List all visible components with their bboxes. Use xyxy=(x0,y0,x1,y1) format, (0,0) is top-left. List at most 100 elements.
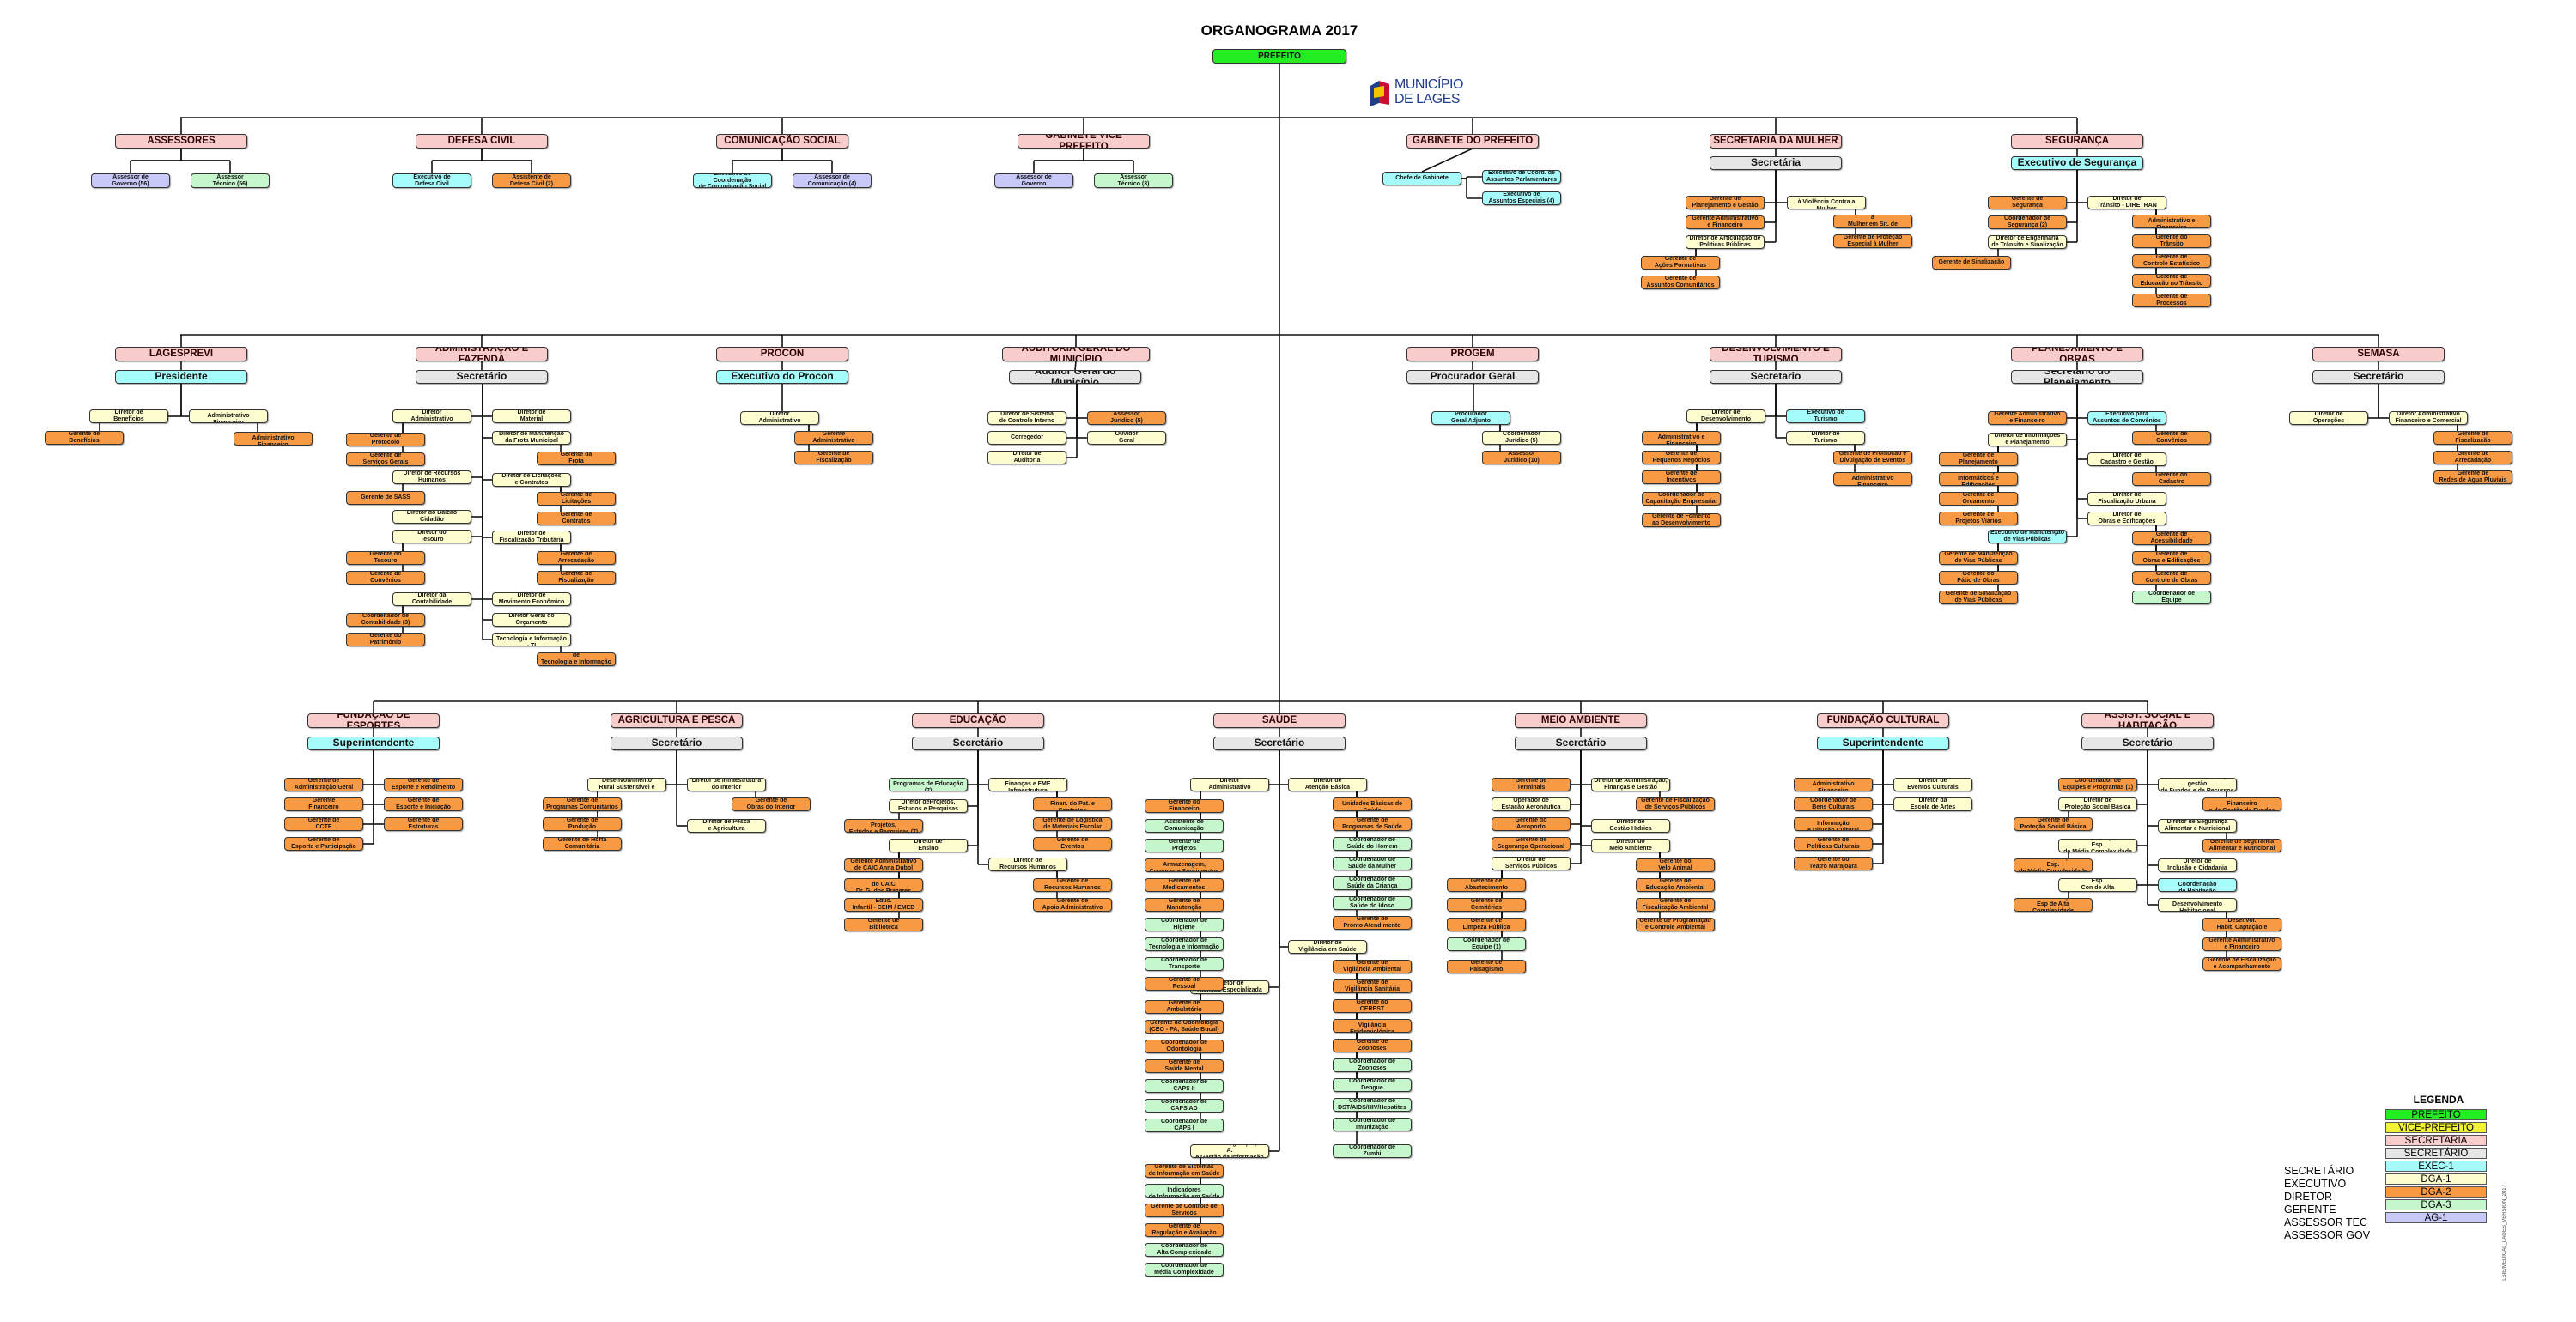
org-box-ma13: Gerente de Programação e Controle Ambien… xyxy=(1636,918,1715,931)
org-box-ed7: Gerente Administrativo de CAIC Anna Dubo… xyxy=(844,858,923,872)
org-box-fc4: Gerente de Políticas Culturais xyxy=(1794,837,1873,851)
org-box-po7: Diretor de Obras e Edificações xyxy=(2087,512,2166,525)
legend-swatch: EXEC-1 xyxy=(2385,1161,2487,1172)
org-box-sa45: Coordenador de Média Complexidade xyxy=(1145,1263,1224,1277)
org-box-pg3: Assessor Jurídico (10) xyxy=(1482,451,1561,464)
legend-label: DIRETOR xyxy=(2284,1191,2333,1203)
org-box-gp3: Executivo de Assuntos Especiais (4) xyxy=(1482,191,1561,205)
org-box-ag4: Assessor Jurídico (5) xyxy=(1087,411,1166,425)
org-box-ash10: Gerente de Proteção Social Básica xyxy=(2014,817,2093,831)
org-box-seg0: Executivo de Segurança xyxy=(2011,156,2143,170)
org-box-seg7: Gerente do Trânsito xyxy=(2132,234,2211,248)
org-box-af22: Gerente de Fiscalização xyxy=(537,571,616,585)
org-box-ass1: Assessor de Governo (56) xyxy=(91,173,170,188)
org-box-sa36: Gerente de Saúde Mental xyxy=(1145,1059,1224,1073)
legend-label: ASSESSOR TEC xyxy=(2284,1216,2368,1228)
org-box-fe7: Gerente de Estruturas xyxy=(384,817,463,831)
org-box-se2: Diretor Administrativo Financeiro e Come… xyxy=(2389,411,2468,425)
org-box-po13: Gerente do Pátio de Obras xyxy=(1939,571,2018,585)
org-box-sa13: Coordenador de Tecnologia e Informação xyxy=(1145,937,1224,951)
org-box-se0: Secretário xyxy=(2312,370,2445,384)
legend-swatch: SECRETARIA xyxy=(2385,1135,2487,1146)
org-box-sa22: Gerente de Pronto Atendimento xyxy=(1333,916,1412,930)
org-box-fe: FUNDAÇÃO DE ESPORTES xyxy=(307,713,440,728)
org-box-ma9: Gerente de Fiscalização de Serviços Públ… xyxy=(1636,797,1715,811)
org-box-sa25: Gerente do CEREST xyxy=(1333,999,1412,1013)
flag-icon xyxy=(1370,81,1389,106)
org-box-ma: MEIO AMBIENTE xyxy=(1515,713,1647,728)
org-box-ash15: Gerente de Proj. e Desenvol. Habit. Capt… xyxy=(2202,918,2281,931)
connector-line xyxy=(1074,361,1077,371)
org-box-sa3: Diretor de Vigilância em Saúde xyxy=(1288,940,1367,954)
org-box-seg8: Gerente de Controle Estatístico xyxy=(2132,254,2211,268)
org-box-af17: Gerente de Licitações xyxy=(537,492,616,506)
org-box-po4: Executivo para Assuntos de Convênios xyxy=(2087,411,2166,425)
org-box-af21: Gerente de Arrecadação xyxy=(537,551,616,565)
org-box-fe0: Superintendente xyxy=(307,737,440,750)
org-box-ma3: Gerente do Aeroporto xyxy=(1492,817,1571,831)
org-box-ass2: Assessor Técnico (56) xyxy=(191,173,270,188)
org-box-po17: Gerente de Acessibilidade xyxy=(2132,531,2211,545)
org-box-gvp1: Assessor de Governo xyxy=(994,173,1073,188)
org-box-ma16: Gerente de Limpeza Pública xyxy=(1447,918,1526,931)
legend-title: LEGENDA xyxy=(2413,1094,2464,1106)
legend-swatch: PREFEITO xyxy=(2385,1109,2487,1120)
org-box-ash: ASSIST. SOCIAL E HABITAÇÃO xyxy=(2081,713,2214,728)
org-box-ed11: Gerente de Adm. Cont. de Finan. do Pat. … xyxy=(1033,797,1112,811)
org-box-seg: SEGURANÇA xyxy=(2011,134,2143,149)
org-box-po15: Gerente de Convênios xyxy=(2132,431,2211,445)
org-box-sa33: Gerente de Ambulatório xyxy=(1145,1000,1224,1014)
legend-swatch: DGA-2 xyxy=(2385,1186,2487,1198)
org-box-dt0: Secretario xyxy=(1710,370,1842,384)
org-box-sa38: Coordenador de CAPS AD xyxy=(1145,1099,1224,1113)
org-box-ag0: Auditor Geral do Município xyxy=(1009,370,1141,384)
org-box-po11: Gerente de Projetos Viários xyxy=(1939,512,2018,525)
org-box-po8: Gerente de Planejamento xyxy=(1939,452,2018,466)
org-box-sa40: Gerente de Sistemas de Informação em Saú… xyxy=(1145,1164,1224,1178)
org-box-se5: Gerente de Redes de Água Pluviais xyxy=(2433,470,2512,484)
org-box-dc2: Assistente de Defesa Civil (2) xyxy=(492,173,571,188)
org-box-ed14: Gerente de Recursos Humanos xyxy=(1033,878,1112,892)
org-box-ass: ASSESSORES xyxy=(115,134,247,149)
org-box-pc3: Gerente de Fiscalização xyxy=(794,451,873,464)
org-box-sa44: Coordenador de Alta Complexidade xyxy=(1145,1243,1224,1257)
org-box-sa31: Coordenador de Imunização xyxy=(1333,1118,1412,1131)
file-stamp: LSIE/MEDICAL_LAGES_VERSION_2017 xyxy=(2502,1185,2507,1281)
org-box-sa0: Secretário xyxy=(1213,737,1346,750)
org-box-sa27: Gerente de Zoonoses xyxy=(1333,1039,1412,1052)
org-box-po0: Secretário do Planejamento xyxy=(2011,370,2143,384)
logo-line-1: MUNICÍPIO xyxy=(1394,77,1463,92)
org-box-sa7: Assistente de Comunicação xyxy=(1145,819,1224,833)
org-box-ap0: Secretário xyxy=(611,737,743,750)
org-box-ash1: Coordenador de Equipes e Programas (1) xyxy=(2058,778,2137,791)
org-box-sa34: Gerente de Odontologia (CEO - PA, Saúde … xyxy=(1145,1020,1224,1034)
org-box-sm5: Gerente de Atendimento à Mulher em Sit. … xyxy=(1833,215,1912,228)
org-box-po16: Gerente do Cadastro xyxy=(2132,472,2211,486)
org-box-po19: Gerente de Controle de Obras xyxy=(2132,571,2211,585)
org-box-seg9: Gerente de Educação no Trânsito xyxy=(2132,274,2211,288)
org-box-ag5: Ouvidor Geral xyxy=(1087,431,1166,445)
org-box-ap7: Gerente de Obras do Interior xyxy=(732,797,811,811)
org-box-af11: Diretor Geral do Orçamento xyxy=(492,613,571,627)
org-box-dt9: Gerente de Promoção e Divulgação de Even… xyxy=(1833,451,1912,464)
org-box-ed12: Gerente de Logística de Materiais Escola… xyxy=(1033,817,1112,831)
org-box-ma8: Diretor do Meio Ambiente xyxy=(1591,839,1670,852)
org-box-ap5: Gerente de Produção xyxy=(543,817,622,831)
org-box-po: PLANEJAMENTO E OBRAS xyxy=(2011,347,2143,361)
org-box-cs2: Assessor de Comunicação (4) xyxy=(793,173,872,188)
org-box-dt5: Gerente de Pequenos Negócios xyxy=(1642,451,1721,464)
org-box-po18: Gerente de Obras e Edificações xyxy=(2132,551,2211,565)
org-box-ed8: Gerente Administrativo do CAIC Dr. G. do… xyxy=(844,878,923,892)
org-box-sa42: Gerente de Controle de Serviços xyxy=(1145,1204,1224,1217)
org-box-dt2: Executivo de Turismo xyxy=(1786,409,1865,423)
org-box-af4: Diretor de Manutenção da Frota Municipal xyxy=(492,431,571,445)
org-box-af25: Coordenador do Sistema de Tecnologia e I… xyxy=(537,652,616,666)
org-box-fc0: Superintendente xyxy=(1817,737,1949,750)
org-box-sa12: Coordenador de Higiene xyxy=(1145,918,1224,931)
org-box-ma0: Secretário xyxy=(1515,737,1647,750)
org-box-dt6: Gerente de Incentivos xyxy=(1642,470,1721,484)
org-box-ma5: Diretor de Serviços Públicos xyxy=(1492,857,1571,870)
org-box-sa8: Gerente de Projetos xyxy=(1145,839,1224,852)
org-box-af5: Diretor de Licitações e Contratos xyxy=(492,473,571,487)
org-box-ash4: Diretor de Proteção Soc. Esp. Con de Alt… xyxy=(2058,878,2137,892)
